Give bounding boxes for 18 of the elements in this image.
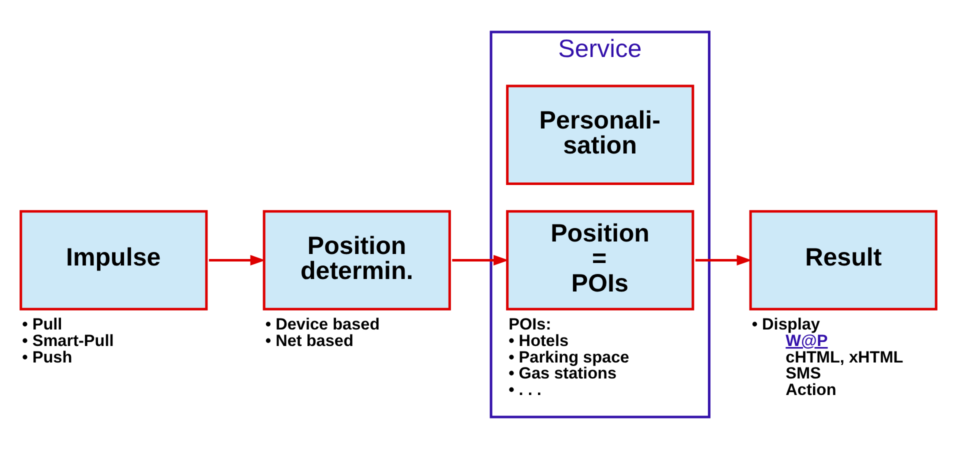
node-label: cHTML, xHTML bbox=[785, 348, 903, 366]
node-label: • Smart-Pull bbox=[22, 332, 114, 350]
node-label: • Display bbox=[751, 316, 820, 334]
node-label: • Gas stations bbox=[508, 364, 616, 383]
node-label: • Net based bbox=[264, 332, 353, 350]
node-label: • Device based bbox=[264, 316, 380, 334]
node-label: • Parking space bbox=[508, 348, 629, 366]
node-label: Action bbox=[785, 380, 836, 399]
node-label: • Push bbox=[22, 348, 72, 366]
node-label: POIs: bbox=[508, 316, 551, 334]
node-label: W@P bbox=[785, 332, 828, 350]
node-label: • Hotels bbox=[508, 332, 568, 350]
arrow bbox=[208, 254, 265, 266]
arrow bbox=[452, 254, 508, 266]
node-label: • Pull bbox=[22, 316, 62, 334]
node-label: • . . . bbox=[508, 380, 541, 399]
arrow bbox=[694, 254, 752, 266]
node-label: SMS bbox=[785, 364, 820, 383]
